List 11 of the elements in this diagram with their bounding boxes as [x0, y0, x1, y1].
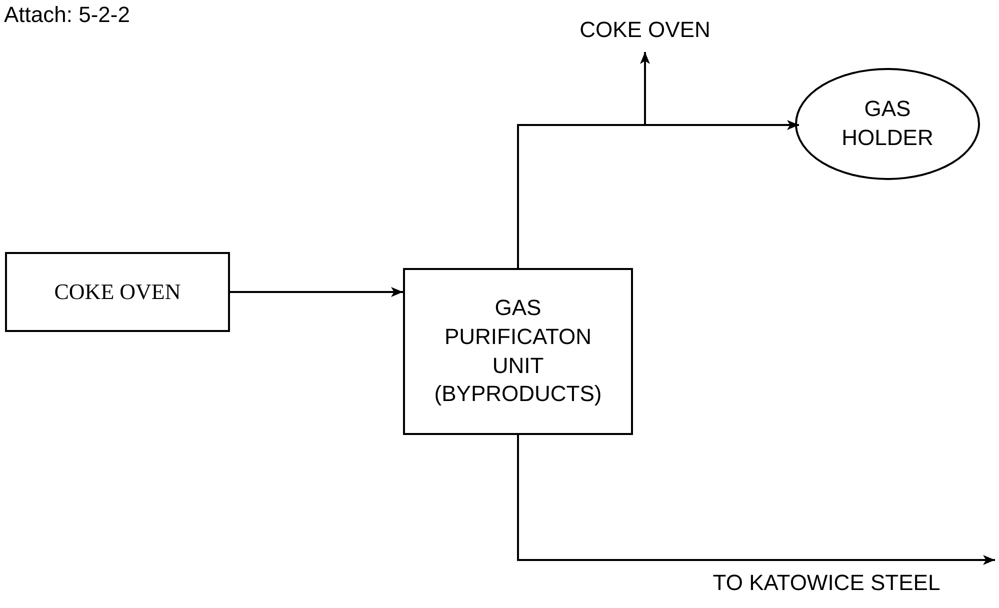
arrow [517, 435, 995, 565]
arrow [517, 120, 799, 268]
arrow [230, 287, 403, 297]
destination-label: COKE OVEN [580, 16, 710, 44]
attachment-note: Attach: 5-2-2 [4, 2, 130, 28]
process-box [5, 252, 230, 332]
storage-ellipse [795, 68, 980, 180]
node-label: GAS HOLDER [840, 95, 934, 152]
node-label: COKE OVEN [54, 278, 181, 306]
node-label: GAS PURIFICATON UNIT (BYPRODUCTS) [433, 294, 603, 408]
process-box [403, 268, 633, 435]
